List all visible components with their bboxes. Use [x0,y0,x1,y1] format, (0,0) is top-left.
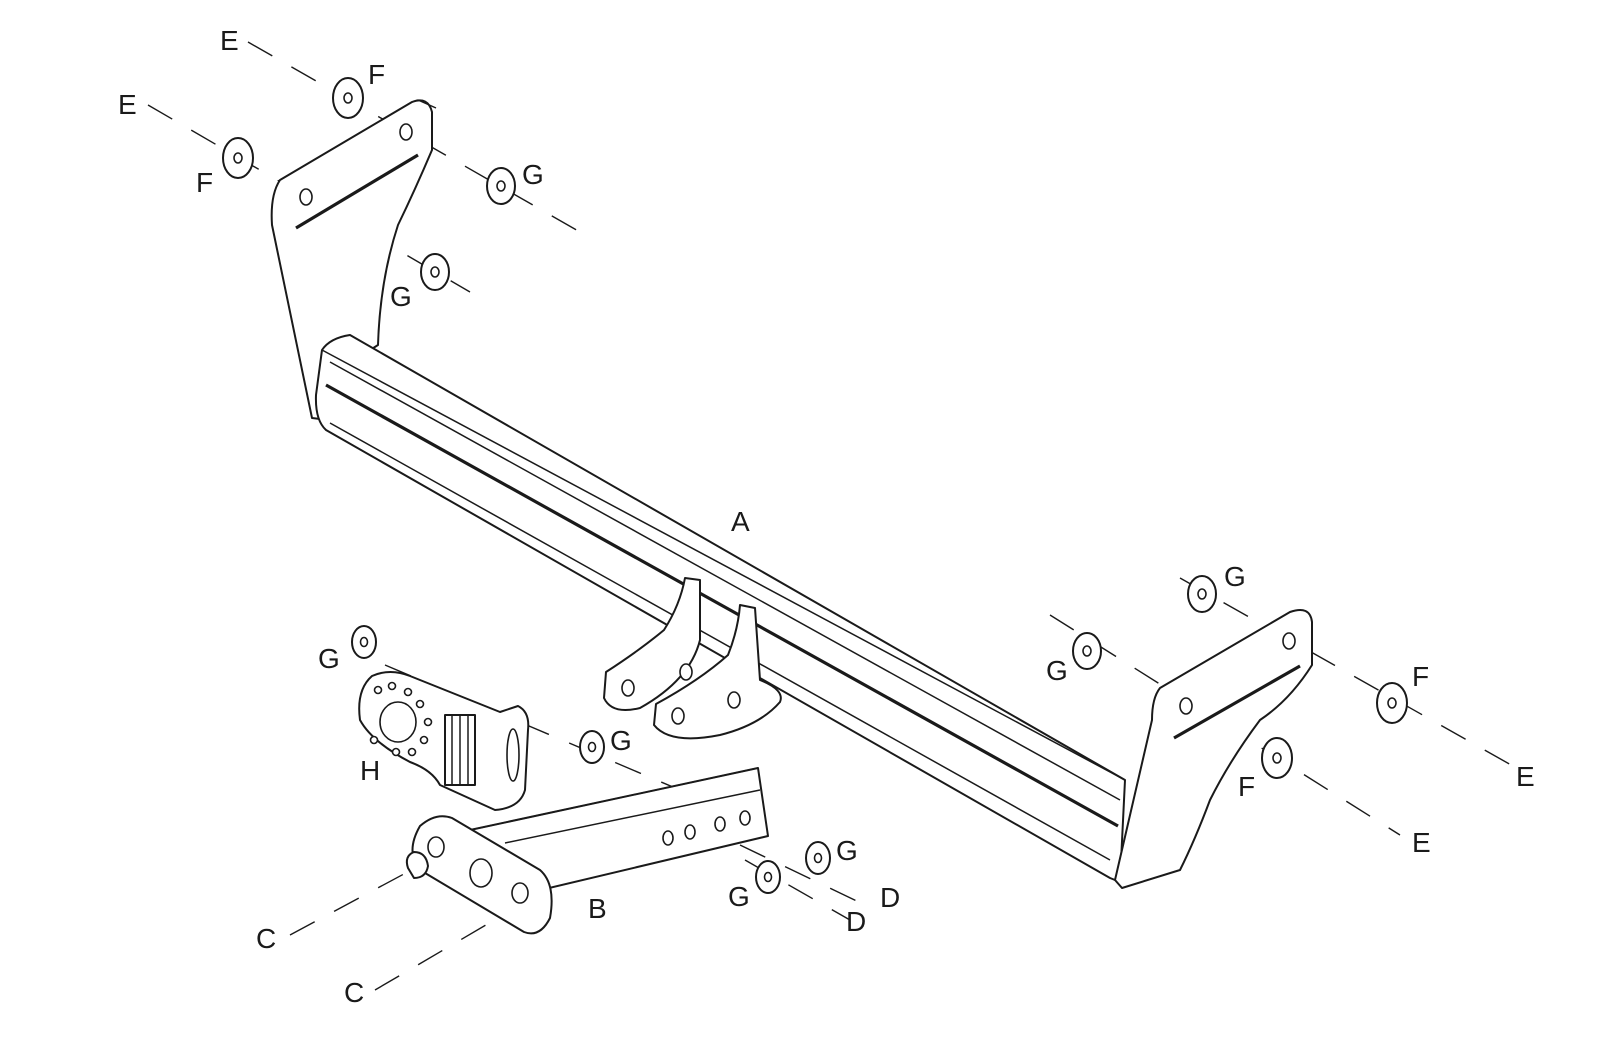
label-c: C [344,977,364,1008]
label-g: G [728,881,750,912]
label-e: E [220,25,239,56]
label-d: D [880,882,900,913]
bracket-hole [299,188,313,206]
crossbar [270,99,1313,889]
label-f: F [196,167,213,198]
label-f: F [368,59,385,90]
label-a: A [731,506,750,537]
label-e: E [1412,827,1431,858]
large-washers [222,77,1408,779]
label-g: G [522,159,544,190]
label-f: F [1412,661,1429,692]
label-h: H [360,755,380,786]
label-c: C [256,923,276,954]
washer-small [579,730,605,764]
washer-small [486,167,516,205]
part-labels: A B C C D D E E E E F F F F G G G G G G … [118,25,1535,1008]
socket-plate [358,671,530,811]
washer-small [1187,575,1217,613]
label-e: E [1516,761,1535,792]
label-g: G [836,835,858,866]
washer-small [755,860,781,894]
label-g: G [1224,561,1246,592]
washer-small [805,841,831,875]
bracket-hole [399,123,413,141]
washer-large [222,137,254,179]
label-g: G [390,281,412,312]
drawbar [405,767,769,935]
washer-large [332,77,364,119]
label-e: E [118,89,137,120]
bracket-hole [1179,697,1193,715]
washer-small [420,253,450,291]
label-g: G [1046,655,1068,686]
label-d: D [846,906,866,937]
left-mounting-bracket [270,99,433,421]
washer-small [1072,632,1102,670]
label-g: G [610,725,632,756]
drop-plate-front [653,604,782,740]
bracket-hole [1282,632,1296,650]
small-washers [351,167,1217,894]
washer-large [1376,682,1408,724]
drop-plate-rear [603,577,701,711]
washer-small [351,625,377,659]
label-f: F [1238,771,1255,802]
label-b: B [588,893,607,924]
label-g: G [318,643,340,674]
washer-large [1261,737,1293,779]
right-mounting-bracket [1114,609,1313,889]
